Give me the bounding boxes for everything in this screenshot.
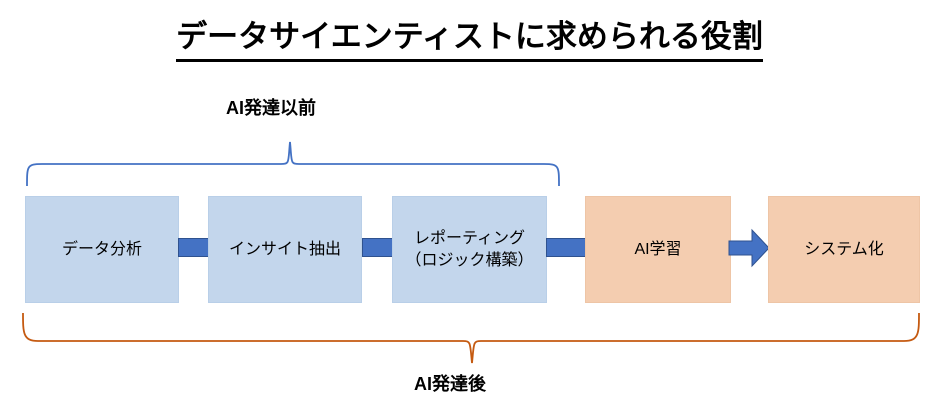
flow-box-data-analysis[interactable]: データ分析 [25, 196, 179, 303]
bottom-brace [22, 312, 920, 364]
bracket-label-after-ai: AI発達後 [414, 374, 486, 394]
arrow-right-glyph [728, 228, 770, 268]
connector-bar-3 [546, 238, 586, 257]
flow-box-insight-extraction[interactable]: インサイト抽出 [208, 196, 362, 303]
top-brace [26, 141, 560, 187]
arrow-right-icon [728, 228, 770, 268]
flow-box-reporting[interactable]: レポーティング （ロジック構築） [392, 196, 547, 303]
connector-bar-1 [178, 238, 209, 257]
connector-bar-2 [362, 238, 393, 257]
page-title: データサイエンティストに求められる役割 [0, 18, 939, 62]
bracket-label-before-ai: AI発達以前 [226, 98, 316, 118]
flow-box-ai-learning[interactable]: AI学習 [585, 196, 731, 303]
flow-box-systemization[interactable]: システム化 [768, 196, 920, 303]
page-title-text: データサイエンティストに求められる役割 [176, 18, 763, 62]
